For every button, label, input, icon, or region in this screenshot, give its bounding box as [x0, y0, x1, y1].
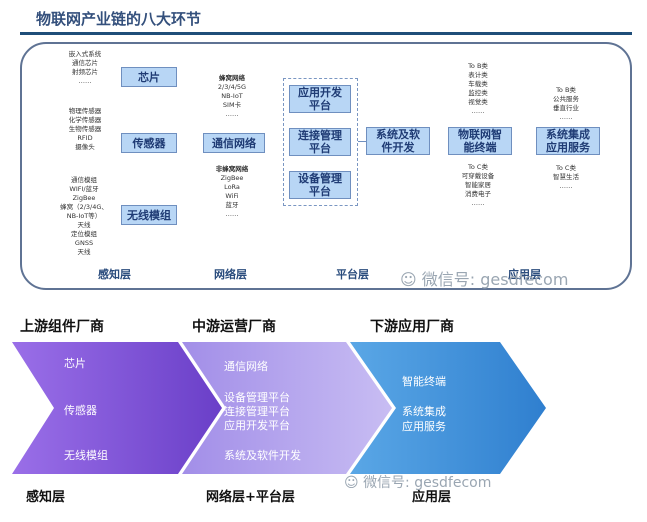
- network-layer-label: 网络层: [214, 268, 247, 281]
- arrow-application: [350, 342, 546, 474]
- arrow3-item-service: 应用服务: [402, 420, 446, 433]
- watermark-top: ☺ 微信号: gesdfecom: [400, 270, 569, 289]
- title-rule: [20, 32, 632, 35]
- arrow3-item-terminal: 智能终端: [402, 375, 446, 388]
- system-integration-box: 系统集成应用服务: [536, 127, 600, 155]
- diagram-title: 物联网产业链的八大环节: [36, 10, 202, 28]
- bottom-network-platform-label: 网络层+平台层: [206, 490, 295, 505]
- arrow2-item-device-mgmt: 设备管理平台: [224, 391, 290, 404]
- platform-layer-label: 平台层: [336, 268, 369, 281]
- toc-service-items: To C类智慧生活 ……: [553, 164, 579, 190]
- chip-box: 芯片: [121, 67, 177, 87]
- upstream-heading: 上游组件厂商: [20, 319, 104, 335]
- arrow2-item-app-dev: 应用开发平台: [224, 419, 290, 432]
- bottom-application-label: 应用层: [412, 490, 452, 505]
- arrow1-item-module: 无线模组: [64, 449, 108, 462]
- arrow2-item-comm: 通信网络: [224, 360, 268, 373]
- bottom-perception-label: 感知层: [26, 490, 66, 505]
- wechat-icon: ☺: [400, 270, 417, 289]
- sensor-box: 传感器: [121, 133, 177, 153]
- perception-layer-label: 感知层: [98, 268, 131, 281]
- tob-terminal-items: To B类表计类 车载类监控类 视觉类……: [468, 62, 488, 115]
- arrow1-item-sensor: 传感器: [64, 404, 97, 417]
- conn-mgmt-platform-box: 连接管理平台: [289, 128, 351, 156]
- application-layer-label: 应用层: [508, 268, 541, 281]
- midstream-heading: 中游运营厂商: [192, 319, 276, 335]
- arrow2-item-software: 系统及软件开发: [224, 449, 301, 462]
- app-dev-platform-box: 应用开发平台: [289, 85, 351, 113]
- platform-connector: [358, 141, 366, 142]
- downstream-heading: 下游应用厂商: [370, 319, 454, 335]
- arrow-network-platform: [182, 342, 392, 474]
- wechat-icon: ☺: [344, 475, 359, 491]
- arrow3-item-integration: 系统集成: [402, 405, 446, 418]
- platform-group-frame: [283, 78, 358, 206]
- watermark-bottom: ☺ 微信号: gesdfecom: [344, 475, 492, 491]
- chip-items: 嵌入式系统通信芯片 射频芯片……: [68, 50, 102, 85]
- arrow2-item-conn-mgmt: 连接管理平台: [224, 405, 290, 418]
- industry-chain-panel: [20, 42, 632, 290]
- toc-terminal-items: To C类可穿戴设备 智能家居消费电子 ……: [461, 163, 495, 207]
- device-mgmt-platform-box: 设备管理平台: [289, 171, 351, 199]
- comm-network-box: 通信网络: [203, 133, 265, 153]
- iot-terminal-box: 物联网智能终端: [448, 127, 512, 155]
- arrow1-item-chip: 芯片: [64, 357, 86, 370]
- wireless-module-box: 无线模组: [121, 205, 177, 225]
- system-software-box: 系统及软件开发: [366, 127, 430, 155]
- arrow-perception: [12, 342, 222, 474]
- tob-service-items: To B类公共服务 垂直行业……: [553, 86, 579, 121]
